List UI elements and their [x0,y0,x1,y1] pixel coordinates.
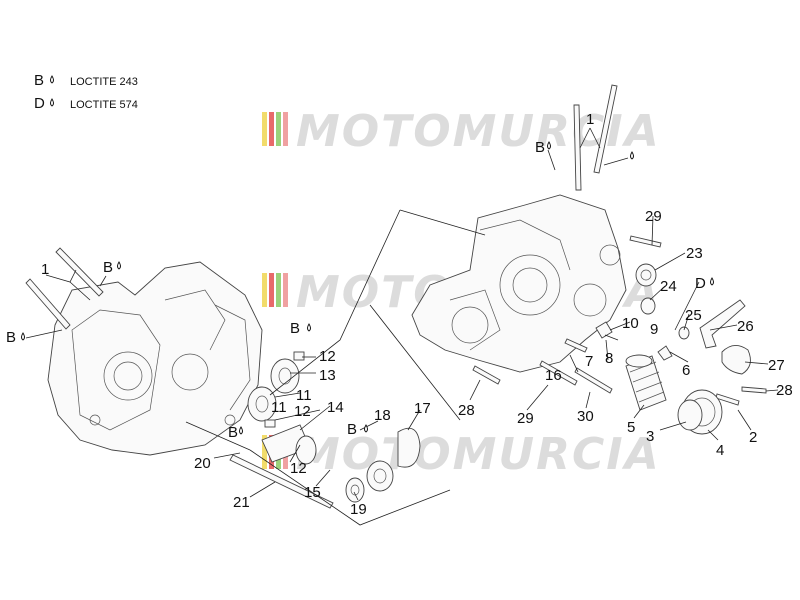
left-studs [25,247,104,330]
filter-cover [677,389,723,435]
watermark-text: MOTOMURCIA [296,106,661,157]
leader-lines [25,127,779,501]
callout-6: 6 [682,362,690,379]
callout-9: 9 [650,321,658,338]
exploded-view-outline [185,209,486,526]
watermark-text: MOTOMURCIA [296,429,661,480]
right-studs [573,84,618,191]
gear-shaft-assembly [229,424,421,509]
callout-b: B [347,421,357,438]
callout-27: 27 [768,357,785,374]
sensors [595,321,673,361]
legend-letter-d: D [34,95,45,112]
callout-2: 2 [749,429,757,446]
callout-b: B [103,259,113,276]
loctite-drop-markers [21,141,714,435]
loctite-drop-icon [364,424,368,433]
callout-3: 3 [646,428,654,445]
bracket-and-pump [699,299,751,375]
callout-1: 1 [586,111,594,128]
legend-text-loctite-243: LOCTITE 243 [70,76,138,88]
left-crankcase-half [47,261,263,456]
callout-b: B [535,139,545,156]
loctite-drop-icon [239,426,243,435]
callout-20: 20 [194,455,211,472]
callout-14: 14 [327,399,344,416]
watermark-top: MOTOMURCIA [262,106,661,157]
loctite-drop-icon [50,98,54,107]
callout-15: 15 [304,484,321,501]
loctite-drop-icon [117,261,121,270]
callout-23: 23 [686,245,703,262]
loctite-drop-icon [630,151,634,160]
legend-text-loctite-574: LOCTITE 574 [70,99,138,111]
callout-17: 17 [414,400,431,417]
callout-b: B [228,424,238,441]
callout-13: 13 [319,367,336,384]
callout-26: 26 [737,318,754,335]
callout-labels: 1 1 B B B B B B D 2 3 4 5 6 7 8 9 10 11 … [6,111,793,518]
callout-d: D [695,275,706,292]
callout-24: 24 [660,278,677,295]
callout-30: 30 [577,408,594,425]
callout-21: 21 [233,494,250,511]
loctite-drop-icon [547,141,551,150]
callout-b: B [290,320,300,337]
callout-12: 12 [290,460,307,477]
callout-28: 28 [458,402,475,419]
callout-18: 18 [374,407,391,424]
seals [635,263,690,340]
watermark-bottom: MOTOMURCIA [262,429,661,480]
callout-b: B [6,329,16,346]
loctite-drop-icon [50,75,54,84]
loctite-drop-icon [21,332,25,341]
callout-11: 11 [296,387,312,404]
legend-letter-b: B [34,72,44,89]
callout-28: 28 [776,382,793,399]
loctite-drop-icon [710,277,714,286]
callout-11: 11 [271,399,287,416]
legend: B LOCTITE 243 D LOCTITE 574 [34,72,138,112]
callout-7: 7 [585,353,593,370]
callout-19: 19 [350,501,367,518]
oil-filter [625,354,667,411]
callout-25: 25 [685,307,702,324]
callout-12: 12 [319,348,336,365]
callout-4: 4 [716,442,724,459]
callout-1: 1 [41,261,49,278]
callout-16: 16 [545,367,562,384]
callout-10: 10 [622,315,639,332]
callout-29: 29 [517,410,534,427]
left-bearings [247,351,305,428]
callout-29: 29 [645,208,662,225]
callout-8: 8 [605,350,613,367]
loctite-drop-icon [307,323,311,332]
right-crankcase-half [411,194,627,373]
callout-12: 12 [294,403,311,420]
callout-5: 5 [627,419,635,436]
